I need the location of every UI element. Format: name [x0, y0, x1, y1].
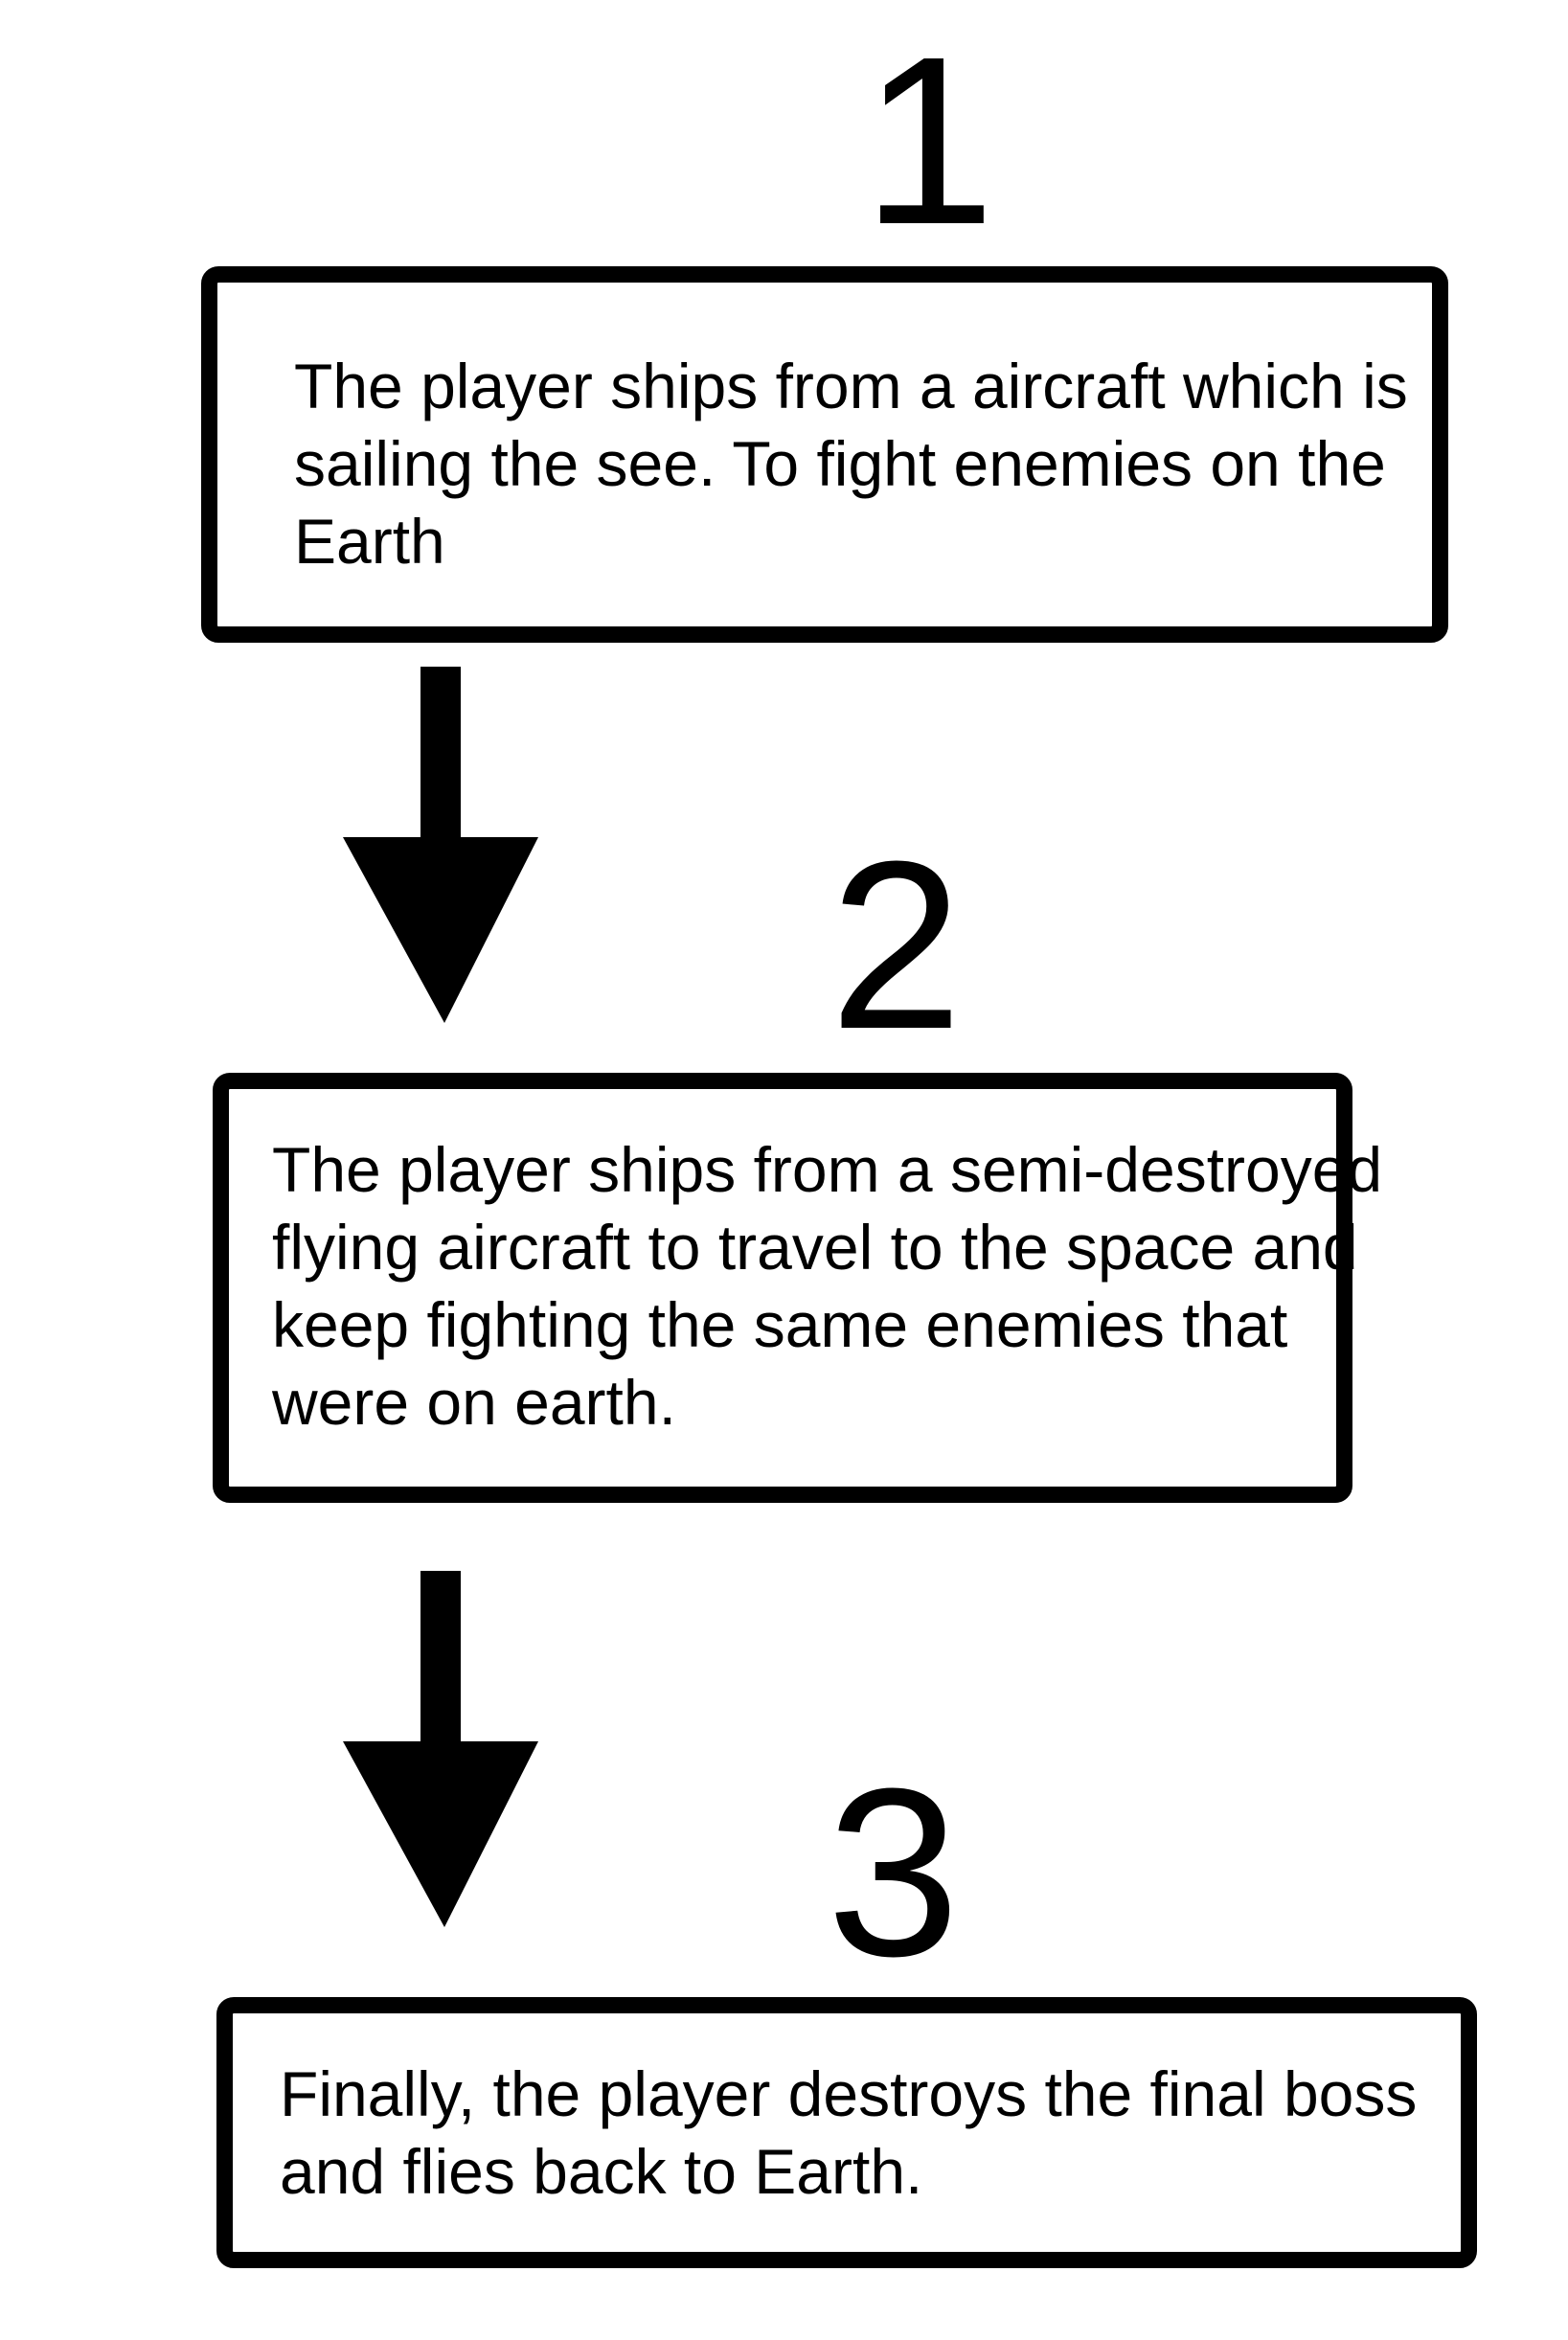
step-2-line-2: flying aircraft to travel to the space a…	[272, 1212, 1358, 1283]
step-3-line-1: Finally, the player destroys the final b…	[280, 2058, 1418, 2129]
step-1-line-1: The player ships from a aircraft which i…	[294, 351, 1408, 421]
step-2-number: 2	[829, 811, 964, 1079]
step-1-text: The player ships from a aircraft which i…	[294, 348, 1408, 580]
step-2-line-1: The player ships from a semi-destroyed	[272, 1134, 1383, 1205]
step-3-line-2: and flies back to Earth.	[280, 2136, 923, 2207]
step-2-box	[213, 1073, 1352, 1503]
step-2-text: The player ships from a semi-destroyed f…	[272, 1131, 1382, 1442]
step-3-box	[216, 1997, 1477, 2268]
step-2-line-3: keep fighting the same enemies that	[272, 1289, 1288, 1360]
step-2-line-4: were on earth.	[272, 1367, 676, 1438]
step-1-box	[201, 266, 1448, 643]
step-3-number: 3	[827, 1738, 961, 2006]
step-3-text: Finally, the player destroys the final b…	[280, 2056, 1417, 2211]
arrow-down-icon	[343, 667, 538, 1023]
step-1-line-2: sailing the see. To fight enemies on the	[294, 428, 1386, 499]
arrow-down-icon	[343, 1571, 538, 1927]
step-1-number: 1	[862, 7, 996, 274]
step-1-line-3: Earth	[294, 506, 445, 577]
